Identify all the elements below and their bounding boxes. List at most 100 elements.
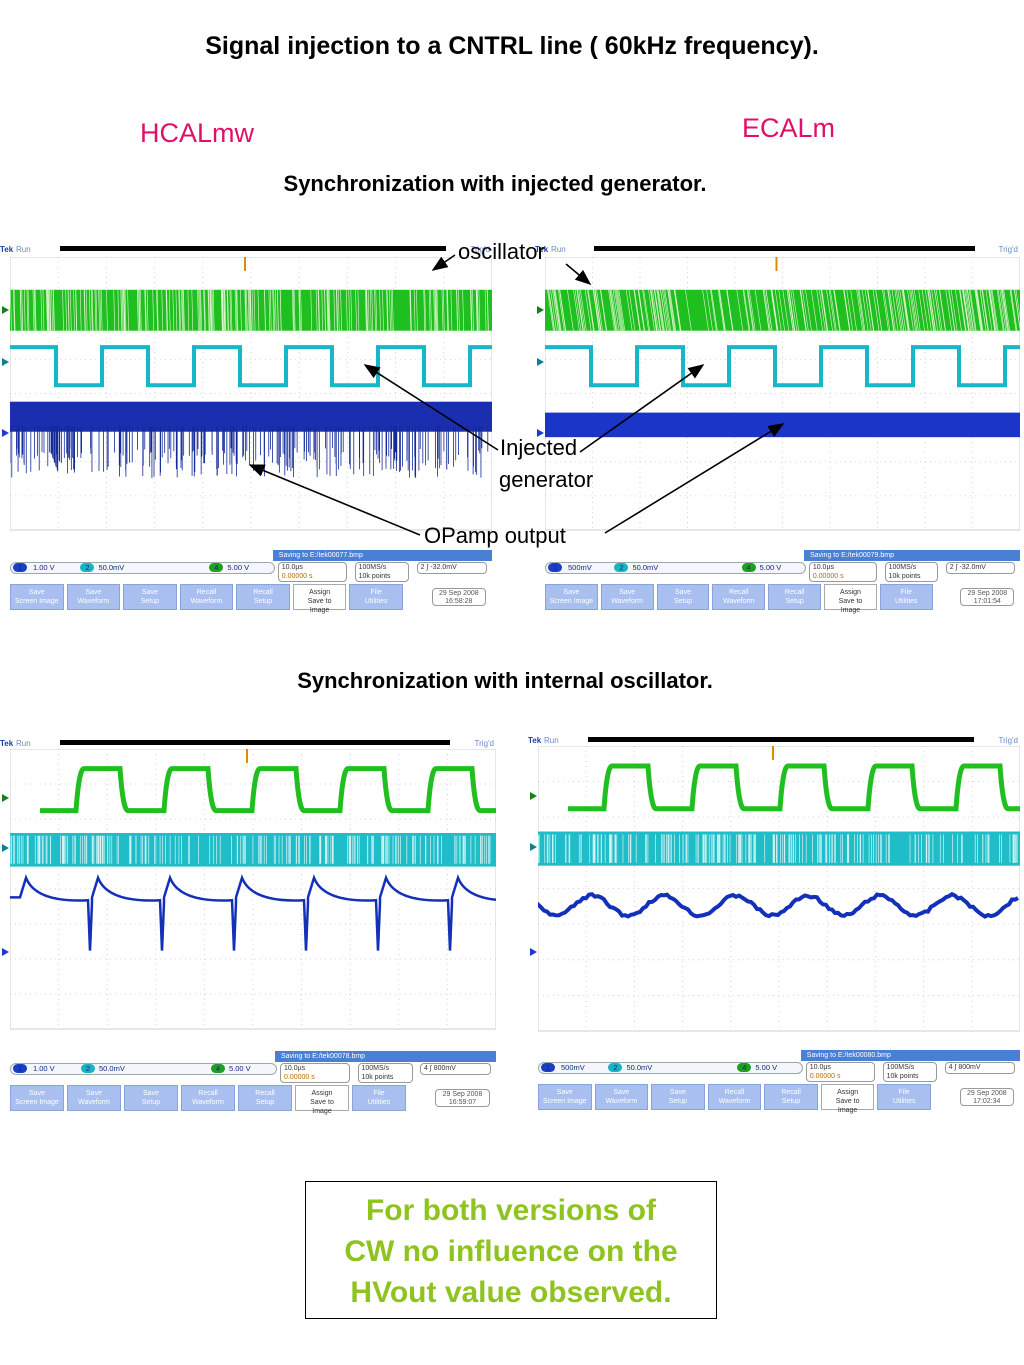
ch2-ground-marker — [537, 358, 544, 366]
ch2-scale: 50.0mV — [626, 1063, 653, 1072]
subtitle-internal-sync: Synchronization with internal oscillator… — [297, 668, 713, 693]
sample-rate: 100MS/s — [888, 564, 917, 571]
ch4-scale: 5.00 V — [229, 1064, 251, 1073]
record-length: 10k points — [361, 1074, 394, 1081]
ch1-scale: 500mV — [568, 563, 592, 572]
conclusion-line-2: CW no influence on the — [344, 1235, 678, 1268]
ch1-chip: 1 — [13, 1064, 27, 1073]
tek-logo: Tek — [535, 245, 549, 254]
ch4-scale: 5.00 V — [759, 563, 782, 572]
ch2-ground-marker — [530, 842, 537, 851]
ch2-chip: 2 — [608, 1063, 623, 1072]
ch4-ground-marker — [2, 793, 9, 802]
tek-logo: Tek — [0, 739, 14, 748]
trigger-level: 4 ∫ 800mV — [948, 1064, 981, 1071]
timebase-readout: 10.0µs 0.00000 s — [277, 562, 348, 582]
sample-rate: 100MS/s — [886, 1064, 915, 1071]
ch4-scale: 5.00 V — [227, 563, 250, 572]
softkey-label: Setup — [673, 598, 693, 605]
softkey-label: Screen Image — [15, 1099, 59, 1106]
conclusion-line-1: For both versions of — [365, 1194, 656, 1227]
trigger-readout: 4 ∫ 800mV — [420, 1063, 491, 1075]
ch2-waveform-band — [538, 831, 1020, 866]
softkey-label: Utilities — [367, 1099, 391, 1106]
arrow-injected-right — [579, 364, 705, 453]
softkey-label: Assign — [311, 1090, 333, 1097]
softkey-label: Save — [675, 589, 691, 596]
label-ecalm: ECALm — [742, 113, 836, 143]
label-hcalmw: HCALmw — [140, 118, 255, 148]
sample-rate: 100MS/s — [358, 564, 387, 571]
softkey-label: Waveform — [192, 1099, 224, 1106]
ch4-chip: 4 — [737, 1063, 752, 1072]
softkey-label: Image — [312, 1108, 332, 1115]
softkey-label: Assign — [309, 589, 331, 596]
softkey-label: Save — [563, 589, 580, 596]
softkey-label: Save — [669, 1089, 686, 1096]
ch4-chip: 4 — [741, 563, 756, 572]
timebase-value: 10.0µs — [809, 1064, 831, 1071]
softkey-label: Save — [86, 1090, 102, 1097]
trigger-position-value: 0.00000 s — [281, 573, 313, 580]
ch4-waveform-noise — [547, 289, 1020, 331]
timebase-value: 10.0µs — [812, 564, 834, 571]
trigger-level: 2 ∫ -32.0mV — [949, 564, 986, 571]
trigger-status: Trig'd — [474, 739, 494, 748]
graticule-frame — [10, 257, 492, 531]
timebase-value: 10.0µs — [281, 564, 303, 571]
softkey-label: Save to — [838, 598, 863, 605]
ch1-scale: 1.00 V — [33, 563, 55, 572]
trigger-status: Trig'd — [470, 245, 490, 254]
timebase-value: 10.0µs — [284, 1065, 306, 1072]
softkey-label: Utilities — [894, 598, 918, 605]
ch1-chip: 1 — [13, 563, 27, 572]
softkey-label: Recall — [784, 589, 805, 596]
record-bar — [587, 737, 975, 742]
graticule-frame — [545, 257, 1020, 531]
trigger-status: Trig'd — [998, 736, 1018, 745]
trigger-level: 4 ∫ 800mV — [424, 1065, 456, 1072]
softkey-label: Setup — [140, 598, 160, 605]
tek-logo: Tek — [0, 245, 14, 254]
graticule-frame — [538, 746, 1020, 1032]
ch2-chip: 2 — [80, 563, 95, 572]
